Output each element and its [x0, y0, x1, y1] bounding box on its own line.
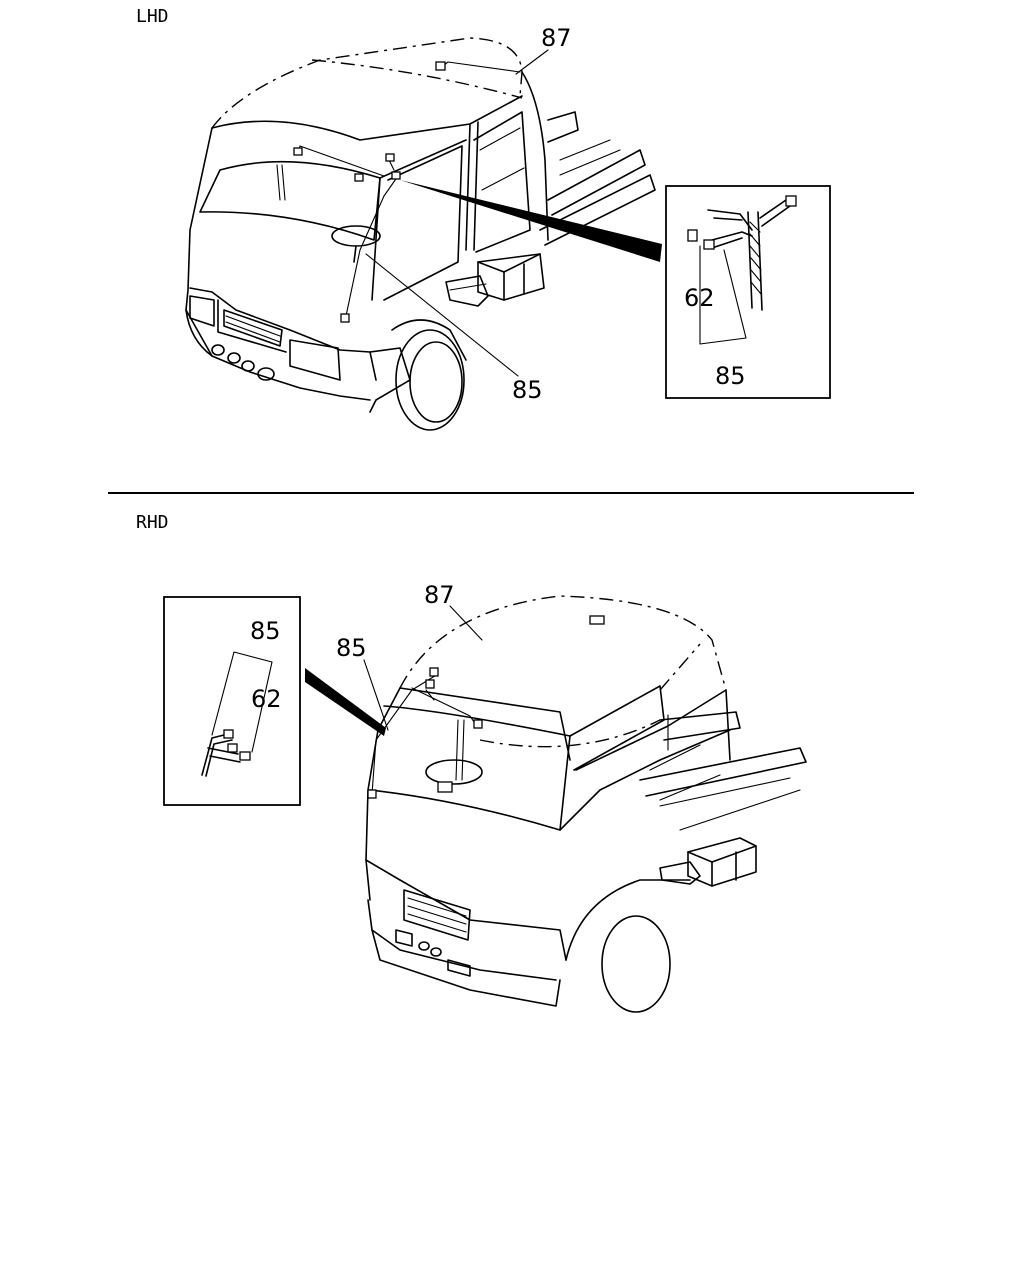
lhd-callout-85-label: 85 — [512, 376, 543, 404]
rhd-section: RHD 85 62 — [136, 512, 807, 1013]
rhd-detail-85-label: 85 — [250, 617, 281, 645]
lhd-detail-62-label: 62 — [684, 284, 715, 312]
lhd-detail-box: 62 85 — [665, 185, 831, 399]
rhd-callout-85-label: 85 — [336, 634, 367, 662]
lhd-section: LHD — [136, 6, 831, 431]
rhd-detail-62-label: 62 — [251, 685, 282, 713]
rhd-callout-87: 87 — [424, 581, 483, 641]
rhd-truck-cab — [305, 595, 807, 1013]
lhd-callout-85: 85 — [365, 253, 543, 404]
rhd-label: RHD — [136, 512, 169, 533]
rhd-callout-85: 85 — [336, 634, 389, 731]
lhd-label: LHD — [136, 6, 169, 27]
lhd-detail-85-label: 85 — [715, 362, 746, 390]
rhd-detail-box: 85 62 — [163, 596, 301, 806]
lhd-callout-87: 87 — [515, 24, 572, 75]
lhd-truck-cab — [185, 37, 662, 431]
lhd-callout-87-label: 87 — [541, 24, 572, 52]
rhd-callout-87-label: 87 — [424, 581, 455, 609]
